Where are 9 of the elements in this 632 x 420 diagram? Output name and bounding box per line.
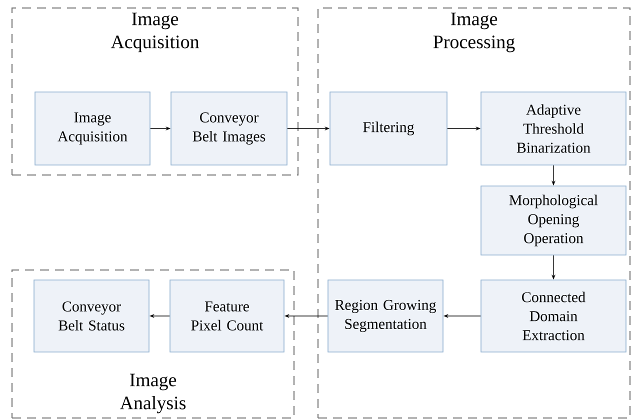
- process-box: Image Acquisition: [34, 92, 150, 166]
- process-box: Conveyor Belt Images: [170, 92, 288, 166]
- process-box: Connected Domain Extraction: [480, 280, 626, 352]
- process-box: Filtering: [330, 92, 448, 166]
- process-box: Feature Pixel Count: [170, 280, 284, 352]
- process-box: Morphological Opening Operation: [480, 186, 626, 256]
- process-box: Region Growing Segmentation: [328, 280, 444, 352]
- process-box: Adaptive Threshold Binarization: [480, 92, 626, 166]
- process-box: Conveyor Belt Status: [34, 280, 150, 352]
